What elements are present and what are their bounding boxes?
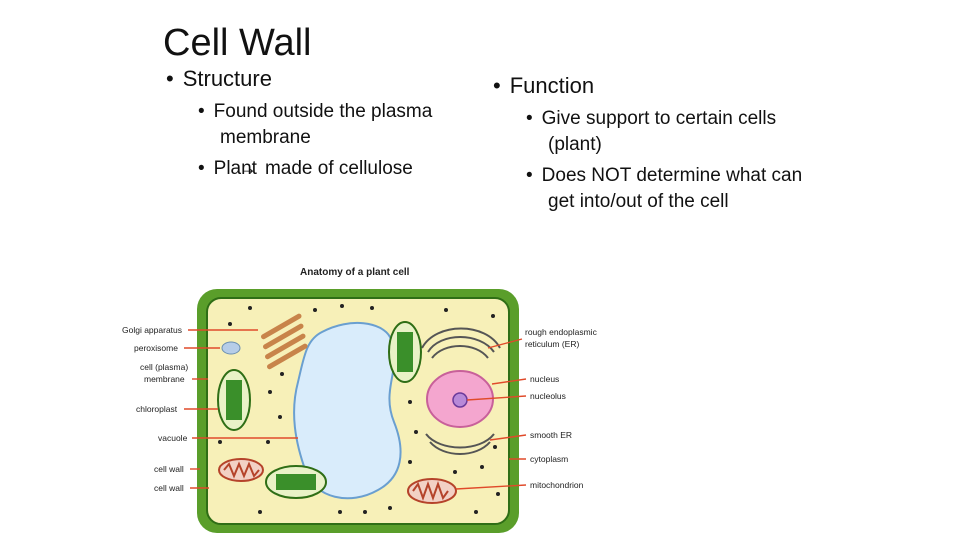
label-cell-plasma: cell (plasma)	[140, 362, 188, 372]
function-bullet-2: •Does NOT determine what can get into/ou…	[526, 165, 803, 212]
label-chloroplast: chloroplast	[136, 404, 178, 414]
slide-title: Cell Wall	[163, 22, 312, 64]
label-mitochondrion: mitochondrion	[530, 480, 584, 490]
leader-lines	[184, 329, 527, 490]
label-cell-wall-2: cell wall	[154, 483, 184, 493]
label-membrane: membrane	[144, 374, 185, 384]
label-nucleolus: nucleolus	[530, 391, 566, 401]
label-vacuole: vacuole	[158, 433, 188, 443]
peroxisome	[221, 341, 241, 355]
plant-cell-diagram: Anatomy of a plant cell	[122, 267, 598, 533]
label-rough-er-1: rough endoplasmic	[525, 327, 598, 337]
bullet-icon: •	[198, 158, 205, 179]
bullet-icon: •	[493, 73, 501, 98]
chloroplast	[217, 369, 251, 431]
chloroplast	[388, 321, 422, 383]
bullet-icon: •	[526, 108, 533, 129]
labels-left: Golgi apparatus peroxisome cell (plasma)…	[122, 325, 188, 493]
label-golgi: Golgi apparatus	[122, 325, 182, 335]
chloroplast	[265, 465, 327, 499]
ribosomes	[218, 304, 500, 514]
vacuole	[293, 321, 402, 500]
structure-bullet-2: •Plant→made of cellulose	[198, 158, 413, 179]
function-bullet-1: •Give support to certain cells (plant)	[526, 108, 777, 155]
bullet-icon: •	[526, 165, 533, 186]
structure-heading: •Structure	[166, 66, 272, 91]
rough-er	[421, 327, 501, 455]
function-heading: •Function	[493, 73, 595, 98]
bullet-icon: •	[166, 66, 174, 91]
labels-right: rough endoplasmic reticulum (ER) nucleus…	[525, 327, 598, 490]
label-rough-er-2: reticulum (ER)	[525, 339, 579, 349]
mitochondrion	[407, 478, 457, 504]
mitochondrion	[218, 458, 264, 482]
bullet-icon: •	[198, 101, 205, 122]
diagram-title: Anatomy of a plant cell	[300, 267, 410, 278]
golgi-apparatus	[260, 313, 308, 370]
label-smooth-er: smooth ER	[530, 430, 572, 440]
label-peroxisome: peroxisome	[134, 343, 178, 353]
label-cell-wall-1: cell wall	[154, 464, 184, 474]
label-cytoplasm: cytoplasm	[530, 454, 568, 464]
nucleolus	[452, 392, 468, 408]
label-nucleus: nucleus	[530, 374, 559, 384]
structure-bullet-1: •Found outside the plasma membrane	[198, 101, 433, 148]
